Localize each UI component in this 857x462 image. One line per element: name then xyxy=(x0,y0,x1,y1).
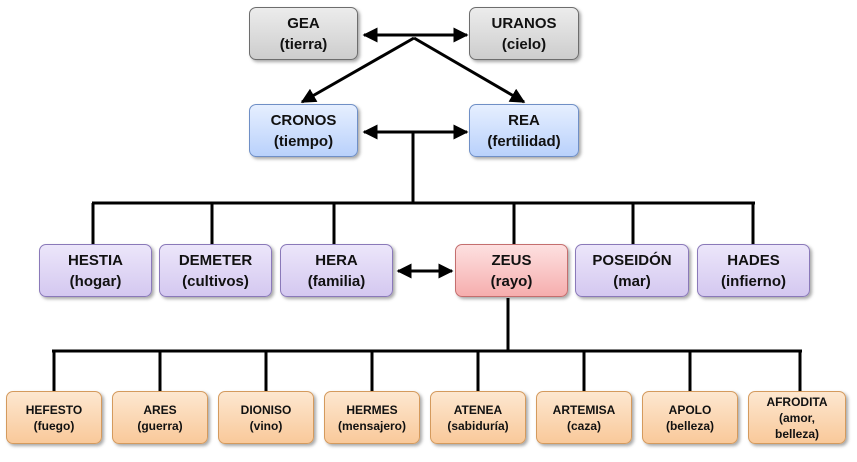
node-cronos: CRONOS (tiempo) xyxy=(249,104,358,157)
node-gea-desc: (tierra) xyxy=(279,35,328,53)
node-demeter-name: DEMETER xyxy=(178,251,253,269)
node-artemisa-desc: (caza) xyxy=(566,418,601,433)
node-dioniso-desc: (vino) xyxy=(249,418,283,433)
node-afrodita: AFRODITA (amor, belleza) xyxy=(748,391,846,444)
node-rea-desc: (fertilidad) xyxy=(487,132,561,150)
node-atenea-desc: (sabiduría) xyxy=(447,418,509,433)
node-poseidon-desc: (mar) xyxy=(613,272,651,290)
node-atenea-name: ATENEA xyxy=(453,402,503,417)
node-apolo: APOLO (belleza) xyxy=(642,391,738,444)
node-afrodita-name: AFRODITA xyxy=(766,394,828,409)
node-uranos-desc: (cielo) xyxy=(501,35,547,53)
node-dioniso: DIONISO (vino) xyxy=(218,391,314,444)
node-hefesto-desc: (fuego) xyxy=(33,418,75,433)
node-artemisa-name: ARTEMISA xyxy=(552,402,616,417)
node-rea-name: REA xyxy=(508,111,540,129)
node-hades: HADES (infierno) xyxy=(697,244,810,297)
node-hefesto: HEFESTO (fuego) xyxy=(6,391,102,444)
node-demeter-desc: (cultivos) xyxy=(182,272,249,290)
node-apolo-desc: (belleza) xyxy=(665,418,714,433)
node-hermes-desc: (mensajero) xyxy=(337,418,407,433)
node-ares-desc: (guerra) xyxy=(137,418,183,433)
node-gea-name: GEA xyxy=(287,14,320,32)
node-poseidon-name: POSEIDÓN xyxy=(592,251,672,269)
node-poseidon: POSEIDÓN (mar) xyxy=(575,244,689,297)
node-apolo-name: APOLO xyxy=(668,402,712,417)
node-ares-name: ARES xyxy=(143,402,177,417)
gea-rea-arrow xyxy=(413,36,526,104)
node-zeus-desc: (rayo) xyxy=(490,272,533,290)
node-hestia-desc: (hogar) xyxy=(69,272,122,290)
node-hades-desc: (infierno) xyxy=(721,272,786,290)
node-ares: ARES (guerra) xyxy=(112,391,208,444)
node-zeus-name: ZEUS xyxy=(491,251,532,269)
node-cronos-desc: (tiempo) xyxy=(273,132,334,150)
node-zeus: ZEUS (rayo) xyxy=(455,244,568,297)
node-hestia-name: HESTIA xyxy=(67,251,123,269)
node-hermes-name: HERMES xyxy=(346,402,398,417)
node-rea: REA (fertilidad) xyxy=(469,104,579,157)
uranos-cronos-arrow xyxy=(300,36,415,104)
node-hades-name: HADES xyxy=(727,251,780,269)
node-cronos-name: CRONOS xyxy=(270,111,337,129)
node-hera: HERA (familia) xyxy=(280,244,393,297)
node-uranos-name: URANOS xyxy=(491,14,557,32)
node-uranos: URANOS (cielo) xyxy=(469,7,579,60)
node-gea: GEA (tierra) xyxy=(249,7,358,60)
node-hera-name: HERA xyxy=(315,251,358,269)
node-artemisa: ARTEMISA (caza) xyxy=(536,391,632,444)
node-hermes: HERMES (mensajero) xyxy=(324,391,420,444)
node-hestia: HESTIA (hogar) xyxy=(39,244,152,297)
node-dioniso-name: DIONISO xyxy=(240,402,292,417)
node-hera-desc: (familia) xyxy=(307,272,366,290)
node-afrodita-desc: (amor, belleza) xyxy=(774,410,819,441)
node-hefesto-name: HEFESTO xyxy=(25,402,83,417)
node-demeter: DEMETER (cultivos) xyxy=(159,244,272,297)
node-atenea: ATENEA (sabiduría) xyxy=(430,391,526,444)
